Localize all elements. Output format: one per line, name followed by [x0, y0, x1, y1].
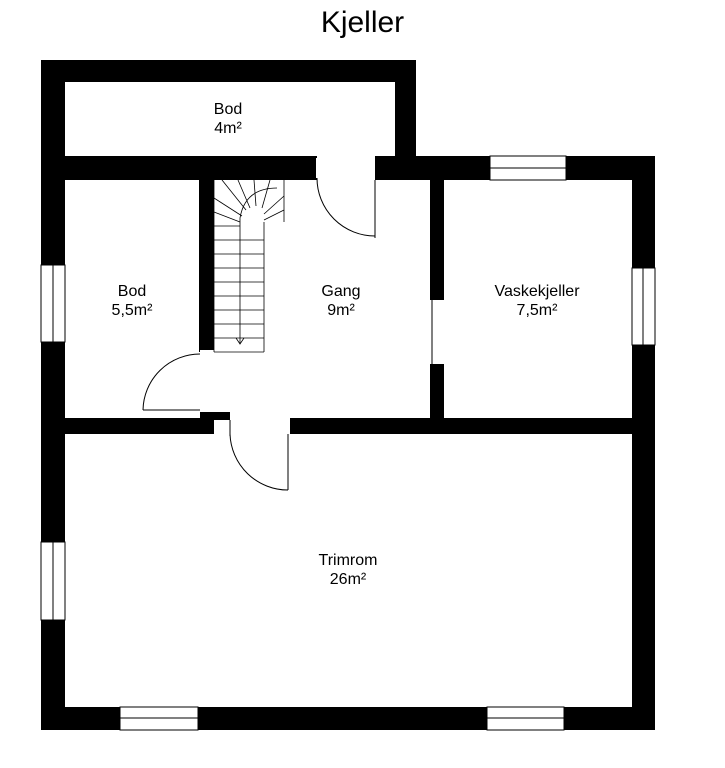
room-name: Bod: [117, 283, 147, 300]
window-right: [631, 267, 656, 346]
wall-bod-top-bottom-right: [375, 156, 415, 180]
room-name: Bod: [213, 101, 243, 118]
room-name: Trimrom: [318, 552, 378, 569]
window-top-right: [489, 155, 567, 181]
wall-top-left: [41, 60, 416, 82]
wall-right-notch: [395, 60, 416, 180]
window-left-lower: [40, 541, 66, 621]
door-bod-top: [316, 158, 376, 238]
door-bod-left: [142, 350, 214, 412]
room-label-bod-left: Bod 5,5m²: [112, 282, 153, 320]
room-area: 5,5m²: [111, 302, 153, 319]
wall-bod-left-right: [199, 176, 214, 352]
wall-right: [632, 156, 655, 730]
window-bottom-left: [119, 706, 199, 731]
wall-trimrom-top-right: [290, 418, 655, 434]
door-trimrom: [229, 418, 290, 491]
room-label-bod-top: Bod 4m²: [214, 100, 242, 138]
room-area: 9m²: [327, 302, 355, 319]
wall-gang-right-top: [430, 176, 444, 300]
room-label-vaskekjeller: Vaskekjeller 7,5m²: [494, 282, 579, 320]
room-name: Gang: [321, 283, 361, 300]
room-area: 4m²: [214, 120, 242, 137]
window-left-upper: [40, 264, 66, 343]
wall-gang-right-bottom: [430, 364, 444, 434]
room-area: 26m²: [329, 571, 367, 588]
room-label-trimrom: Trimrom 26m²: [319, 551, 378, 589]
floor-plan-title: Kjeller: [320, 6, 405, 39]
room-name: Vaskekjeller: [494, 283, 580, 300]
windows: [40, 155, 656, 731]
room-label-gang: Gang 9m²: [321, 282, 360, 320]
opening-vaskekjeller: [430, 300, 444, 364]
wall-stub: [214, 412, 230, 420]
wall-trimrom-top-left: [41, 418, 200, 434]
wall-trimrom-top-mid: [200, 412, 214, 434]
wall-bod-top-bottom: [41, 156, 317, 180]
room-area: 7,5m²: [516, 302, 558, 319]
doors: [142, 158, 444, 491]
stairs: [213, 179, 285, 353]
window-bottom-right: [486, 706, 565, 731]
